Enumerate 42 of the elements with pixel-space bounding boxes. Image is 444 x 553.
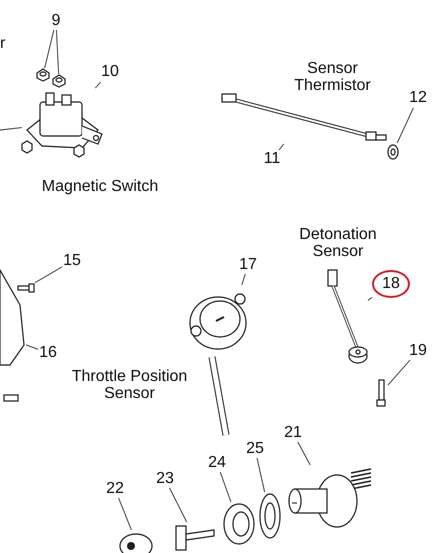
callout-number: 9: [48, 12, 64, 30]
part-caption: Magnetic Switch: [40, 178, 160, 195]
callout-number: 16: [38, 344, 58, 362]
callout-number: 24: [207, 454, 227, 472]
leader-line: [396, 108, 414, 144]
leader-line: [278, 144, 284, 150]
leader-line: [169, 488, 188, 522]
bolt-drawing: [374, 378, 388, 408]
cut-off-text: r: [0, 36, 6, 52]
bolt-drawing: [17, 282, 35, 294]
part-caption: Detonation Sensor: [298, 226, 378, 260]
leader-line: [0, 127, 22, 130]
leader-line: [94, 82, 102, 88]
callout-number: 18: [372, 270, 410, 298]
leader-line: [56, 30, 60, 74]
leader-line: [368, 297, 372, 301]
washer-drawing: [386, 143, 400, 161]
nut-drawing: [222, 502, 256, 547]
callout-number: 22: [105, 480, 125, 498]
callout-number: 12: [408, 88, 428, 108]
leader-line: [241, 274, 246, 286]
part-caption: Sensor Thermistor: [293, 60, 372, 94]
leader-line: [26, 344, 38, 350]
leader-line: [297, 442, 311, 466]
callout-number: 21: [283, 424, 303, 442]
leader-line: [44, 30, 54, 68]
nut-drawing: [51, 74, 67, 88]
callout-number: 15: [62, 252, 82, 270]
leader-line: [34, 266, 62, 284]
leader-line: [118, 498, 132, 530]
leader-line: [388, 360, 411, 386]
callout-number: 25: [245, 440, 265, 458]
callout-number: 17: [238, 256, 258, 274]
leader-line: [220, 472, 232, 502]
callout-number: 10: [100, 62, 120, 82]
callout-number: 19: [408, 342, 428, 360]
leader-line: [256, 458, 266, 492]
callout-number: 23: [155, 470, 175, 488]
callout-number: 11: [262, 150, 282, 168]
nut-drawing: [35, 68, 51, 82]
washer-drawing: [258, 492, 282, 540]
part-caption: Throttle Position Sensor: [70, 368, 188, 402]
